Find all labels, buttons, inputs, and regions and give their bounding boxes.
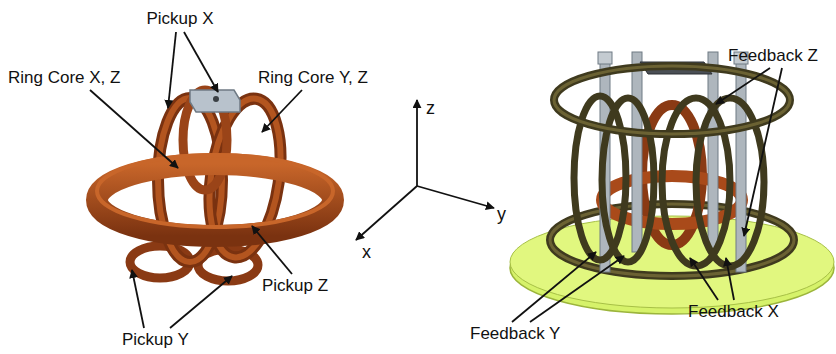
part-label: Pickup Z xyxy=(262,276,328,296)
axis-label: z xyxy=(426,98,435,118)
axis-label: x xyxy=(362,242,371,262)
leader-line xyxy=(168,32,176,108)
pickup-x-holder xyxy=(190,90,240,112)
part-label: Feedback Y xyxy=(470,324,560,344)
axis-label: y xyxy=(497,204,506,224)
axis-z xyxy=(416,100,418,186)
frame-post xyxy=(708,52,718,252)
feedback-z-coil xyxy=(554,66,790,134)
feedback-z-coil xyxy=(554,66,790,134)
leader-line xyxy=(744,68,782,236)
part-label: Ring Core X, Z xyxy=(8,68,120,88)
leader-line xyxy=(184,32,218,92)
frame-post xyxy=(632,52,642,252)
frame-post xyxy=(736,62,746,272)
axis-triad xyxy=(356,100,494,240)
feedback-assembly xyxy=(510,52,834,314)
leader-line xyxy=(690,258,718,300)
axis-y xyxy=(417,186,494,208)
post-cap xyxy=(598,52,612,64)
leader-line xyxy=(132,270,144,328)
leader-line xyxy=(262,90,302,132)
part-label: Pickup X xyxy=(146,9,213,29)
screw-hole xyxy=(213,96,219,102)
part-label: Feedback X xyxy=(688,302,779,322)
axis-x xyxy=(356,186,417,240)
feedback-y-coil xyxy=(602,98,654,262)
part-label: Feedback Z xyxy=(728,46,818,66)
leader-line xyxy=(726,258,734,300)
leader-line xyxy=(530,256,624,322)
ring-core-assembly xyxy=(97,90,333,281)
leader-lines xyxy=(512,68,782,322)
leader-line xyxy=(252,226,292,274)
leader-line xyxy=(716,68,770,104)
leader-line xyxy=(512,252,596,322)
part-label: Ring Core Y, Z xyxy=(258,68,368,88)
leader-line xyxy=(90,90,178,168)
pickup-z-rim xyxy=(97,155,333,227)
part-label: Pickup Y xyxy=(122,330,189,350)
leader-line xyxy=(170,276,232,328)
